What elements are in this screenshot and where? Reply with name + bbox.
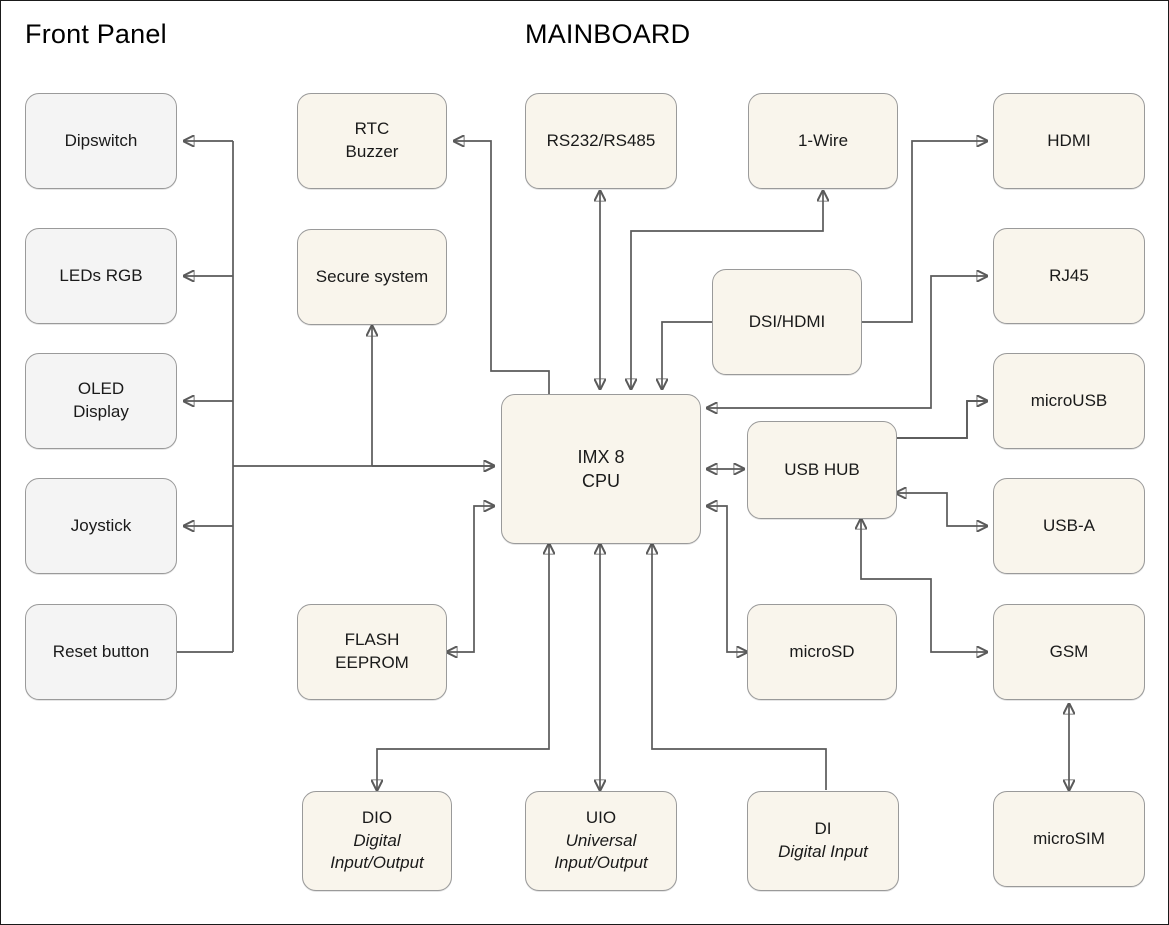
node-di[interactable]: DI Digital Input xyxy=(747,791,899,891)
node-flash-eeprom[interactable]: FLASH EEPROM xyxy=(297,604,447,700)
node-oled-display-label: OLED xyxy=(77,379,125,399)
node-gsm[interactable]: GSM xyxy=(993,604,1145,700)
node-hdmi[interactable]: HDMI xyxy=(993,93,1145,189)
node-dsi-hdmi[interactable]: DSI/HDMI xyxy=(712,269,862,375)
wire-usb-hub-usb-a xyxy=(896,493,987,526)
node-cpu-label: IMX 8 xyxy=(577,446,625,467)
node-di-label: DI xyxy=(814,819,832,839)
node-oled-display[interactable]: OLED Display xyxy=(25,353,177,449)
node-usb-hub-label: USB HUB xyxy=(784,459,860,479)
node-dio-sub-line1: Digital xyxy=(353,830,401,850)
node-reset-button[interactable]: Reset button xyxy=(25,604,177,700)
node-flash-eeprom-sub: EEPROM xyxy=(335,653,409,672)
node-secure-system-label: Secure system xyxy=(315,266,429,286)
node-dipswitch-label: Dipswitch xyxy=(64,130,138,150)
node-rj45[interactable]: RJ45 xyxy=(993,228,1145,324)
node-hdmi-label: HDMI xyxy=(1047,130,1091,150)
node-dio[interactable]: DIO Digital Input/Output xyxy=(302,791,452,891)
node-leds-rgb[interactable]: LEDs RGB xyxy=(25,228,177,324)
node-cpu[interactable]: IMX 8 CPU xyxy=(501,394,701,544)
wire-microusb-to-usb-hub xyxy=(896,401,987,439)
node-microsim[interactable]: microSIM xyxy=(993,791,1145,887)
node-dipswitch[interactable]: Dipswitch xyxy=(25,93,177,189)
node-uio-label: UIO xyxy=(585,807,617,827)
front-panel-title: Front Panel xyxy=(25,19,167,49)
mainboard-title: MAINBOARD xyxy=(525,19,691,49)
node-one-wire-label: 1-Wire xyxy=(797,130,849,150)
node-di-sub-line1: Digital Input xyxy=(778,842,868,861)
node-reset-button-label: Reset button xyxy=(52,641,150,661)
node-rs232-rs485[interactable]: RS232/RS485 xyxy=(525,93,677,189)
node-flash-eeprom-label: FLASH xyxy=(344,630,400,650)
node-joystick[interactable]: Joystick xyxy=(25,478,177,574)
node-rtc-buzzer[interactable]: RTC Buzzer xyxy=(297,93,447,189)
node-cpu-sub: CPU xyxy=(581,471,620,491)
node-leds-rgb-label: LEDs RGB xyxy=(59,265,143,285)
node-rs232-rs485-label: RS232/RS485 xyxy=(546,130,656,150)
node-joystick-label: Joystick xyxy=(70,515,132,535)
node-microsd-label: microSD xyxy=(789,641,855,661)
node-rj45-label: RJ45 xyxy=(1049,265,1089,285)
node-uio-sub-line2: Input/Output xyxy=(554,853,648,873)
node-usb-hub[interactable]: USB HUB xyxy=(747,421,897,519)
wire-dsi-hdmi-to-cpu xyxy=(662,321,712,389)
node-secure-system[interactable]: Secure system xyxy=(297,229,447,325)
node-dio-label: DIO xyxy=(361,807,393,827)
wire-cpu-to-microsd xyxy=(707,506,747,652)
node-rtc-buzzer-sub: Buzzer xyxy=(345,142,399,161)
node-rtc-buzzer-label: RTC xyxy=(354,119,390,139)
node-microsd[interactable]: microSD xyxy=(747,604,897,700)
wire-cpu-flash-eeprom xyxy=(447,506,494,652)
node-uio[interactable]: UIO Universal Input/Output xyxy=(525,791,677,891)
node-microsim-label: microSIM xyxy=(1033,828,1105,848)
wire-usb-hub-to-microusb xyxy=(896,401,987,439)
node-usb-a-label: USB-A xyxy=(1043,515,1095,535)
node-dsi-hdmi-label: DSI/HDMI xyxy=(748,311,826,331)
node-oled-display-sub: Display xyxy=(73,402,129,421)
node-uio-sub-line1: Universal xyxy=(565,830,637,850)
node-gsm-label: GSM xyxy=(1049,641,1089,661)
node-usb-a[interactable]: USB-A xyxy=(993,478,1145,574)
node-microusb-label: microUSB xyxy=(1030,390,1108,410)
node-one-wire[interactable]: 1-Wire xyxy=(748,93,898,189)
node-microusb[interactable]: microUSB xyxy=(993,353,1145,449)
node-dio-sub-line2: Input/Output xyxy=(330,853,424,873)
